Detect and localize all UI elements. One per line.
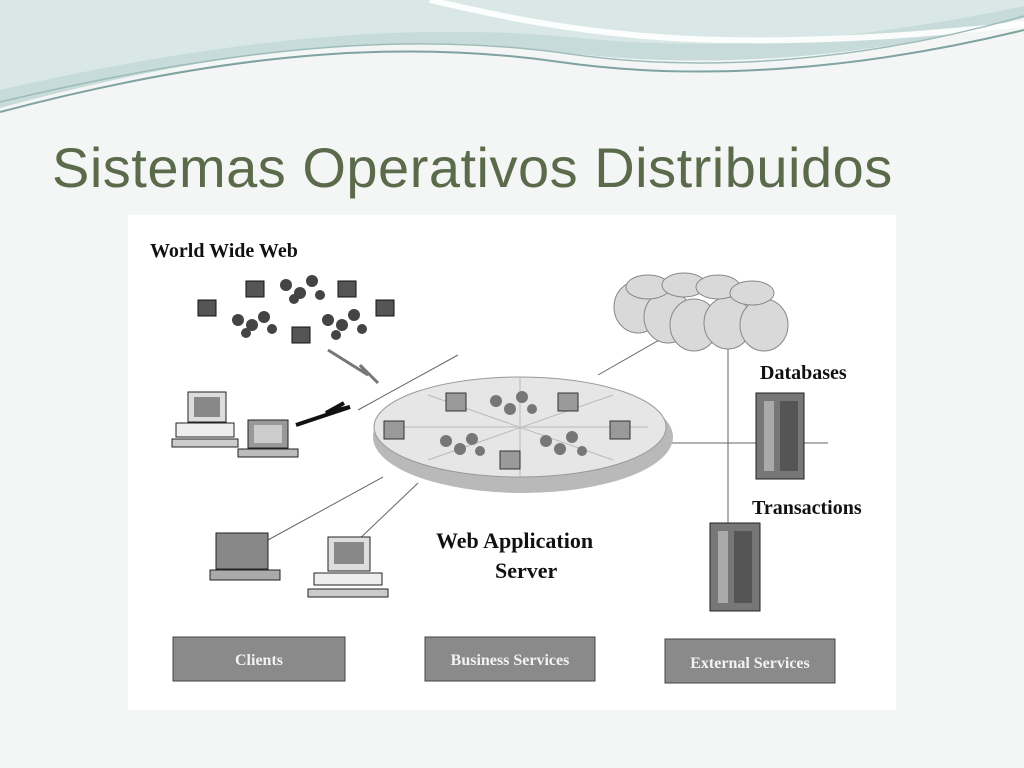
label-business-services: Business Services — [451, 652, 570, 669]
label-server: Server — [495, 558, 558, 583]
client-computer-desktop-bottom — [307, 536, 389, 598]
label-external-services: External Services — [690, 655, 810, 672]
transaction-server-tower — [709, 522, 761, 612]
client-lightning-link — [295, 401, 351, 427]
label-world-wide-web: World Wide Web — [150, 240, 298, 262]
client-laptop-top — [237, 419, 299, 458]
panel-business-services: Business Services — [424, 636, 596, 682]
label-clients: Clients — [235, 652, 283, 669]
label-databases: Databases — [760, 362, 847, 384]
distributed-architecture-diagram: World Wide Web — [128, 215, 896, 710]
client-computer-desktop-top — [171, 391, 239, 448]
label-transactions: Transactions — [752, 497, 862, 519]
www-lightning-link — [327, 348, 380, 385]
slide-title: Sistemas Operativos Distribuidos — [52, 136, 893, 199]
label-web-application: Web Application — [436, 528, 593, 553]
database-server-tower — [755, 392, 805, 480]
www-nodes — [197, 280, 395, 344]
database-cylinders — [613, 272, 789, 352]
connection-lines — [267, 334, 828, 546]
client-laptop-bottom — [209, 532, 281, 581]
panel-clients: Clients — [172, 636, 346, 682]
www-network-clusters — [232, 275, 367, 340]
panel-external-services: External Services — [664, 638, 836, 684]
header-wave-decoration — [0, 0, 1024, 113]
app-server-platform — [373, 376, 673, 493]
